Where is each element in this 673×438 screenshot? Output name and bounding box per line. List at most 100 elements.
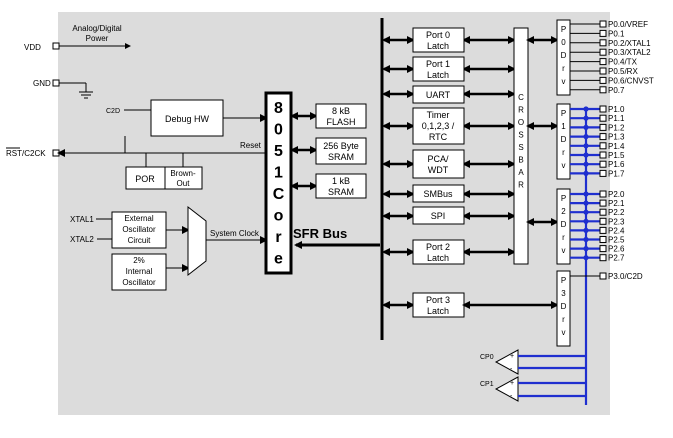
smbus-box [412,184,465,203]
flash-box [315,103,367,129]
ground-icon [79,91,93,99]
pin-box [599,20,607,28]
analog-junction-dot [583,134,589,140]
analog-junction-dot [583,236,589,243]
peripherals-section: Port 0 Latch Port 1 Latch UART Timer 0,1… [382,27,516,318]
spi-box [412,206,465,225]
cp0-label: CP0 [480,354,494,361]
drv-p0-char: D [561,51,567,60]
xram-line1: 1 kB [332,176,350,186]
drv-p2-char: P [561,194,566,203]
debug-section: C2D Debug HW RST/C2CK Reset POR Brown- O… [6,99,268,190]
sram-line2: SRAM [328,152,354,162]
por-label: POR [135,174,155,184]
cp1-comparator-icon [494,376,519,402]
pin-label-p2-0: P2.0 [608,190,625,199]
vdd-label: VDD [24,43,41,52]
pin-label-p1-7: P1.7 [608,169,625,178]
vdd-pin [52,42,60,50]
crossbar-chars-char: O [518,118,524,127]
pin-label-p1-4: P1.4 [608,142,625,151]
port3-latch-line1: Port 3 [426,295,450,305]
pin-label-p1-0: P1.0 [608,105,625,114]
p2-driver-box [556,188,571,265]
crossbar-chars-char: R [518,181,524,190]
port2-latch-box [412,239,465,265]
core-8051-box [264,91,293,275]
analog-junction-dot [583,152,589,158]
port2-latch-line2: Latch [427,253,449,263]
pin-label-p2-6: P2.6 [608,245,625,254]
cp1-label: CP1 [480,381,494,388]
analog-junction-dot [583,161,589,167]
pin-label-p0-0: P0.0/VREF [608,20,648,29]
pin-box [599,76,607,84]
analog-junction-dot [583,191,589,197]
drv-p3-char: D [561,302,567,311]
drv-p3-char: P [561,276,566,285]
crossbar-chars-char: C [518,93,524,102]
analog-junction-dot [583,170,589,176]
brownout-label-2: Out [177,179,191,188]
port1-latch-box [412,56,465,82]
power-label-line2: Power [86,34,109,43]
svg-text:-: - [510,393,513,400]
crossbar-chars-char: A [518,168,524,177]
sram-box [315,137,367,165]
pin-label-p0-3: P0.3/XTAL2 [608,48,651,57]
core-chars-char: 8 [274,100,283,117]
pins-section: P0.0/VREFP0.1P0.2/XTAL1P0.3/XTAL2P0.4/TX… [570,20,654,281]
gnd-label: GND [33,79,51,88]
pin-box [599,151,607,159]
svg-text:+: + [510,353,514,360]
clock-section: XTAL1 XTAL2 External Oscillator Circuit … [70,205,268,291]
pin-label-p0-2: P0.2/XTAL1 [608,39,651,48]
pin-box [599,67,607,75]
timer-line2: 0,1,2,3 / [422,121,455,131]
pin-box [599,236,607,243]
pin-label-p3-0: P3.0/C2D [608,272,643,281]
port0-latch-box [412,27,465,53]
peripheral-bus-arrows [382,36,415,309]
flash-line1: 8 kB [332,106,350,116]
pin-label-p2-2: P2.2 [608,208,625,217]
timer-line3: RTC [429,132,448,142]
pin-box [599,272,607,280]
c2d-label: C2D [106,108,120,115]
memory-section: 8 kB FLASH 256 Byte SRAM 1 kB SRAM [290,103,367,199]
drv-p2-char: r [562,233,565,242]
pin-box [599,199,607,207]
timer-box [412,107,465,145]
drv-p1-char: r [562,148,565,157]
pin-box [599,39,607,47]
svg-text:-: - [510,366,513,373]
brownout-box [164,166,203,190]
xtal1-label: XTAL1 [70,215,94,224]
brownout-label-1: Brown- [170,169,196,178]
drv-p0-char: r [562,64,565,73]
port0-latch-line2: Latch [427,41,449,51]
pca-wdt-line1: PCA/ [427,154,449,164]
drv-p2-char: v [562,246,566,255]
core-chars-char: o [274,208,284,225]
gnd-pin [52,79,60,87]
analog-junction-dot [583,218,589,224]
pin-label-p0-1: P0.1 [608,29,625,38]
drv-p1-char: 1 [561,122,566,131]
pin-label-p1-6: P1.6 [608,160,625,169]
pca-wdt-line2: WDT [428,165,449,175]
ext-osc-line2: Oscillator [122,225,156,234]
peripheral-crossbar-arrows [462,36,516,256]
pin-label-p1-2: P1.2 [608,123,625,132]
port1-latch-line2: Latch [427,70,449,80]
drv-p0-char: v [562,77,566,86]
port3-latch-line2: Latch [427,306,449,316]
uart-label: UART [426,90,451,100]
p3-driver-box [556,270,571,347]
drv-p0-char: P [561,25,566,34]
